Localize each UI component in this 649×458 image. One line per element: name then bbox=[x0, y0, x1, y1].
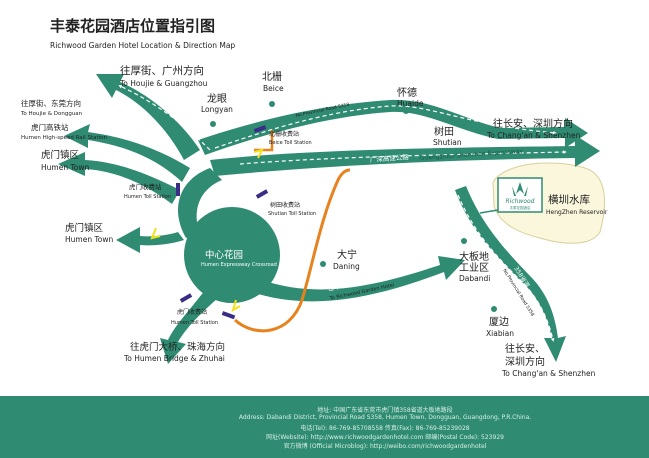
road-to-bridge bbox=[160, 290, 218, 364]
dot-xiabian bbox=[491, 306, 497, 312]
label-dabandi-cn-2: 工业区 bbox=[459, 262, 489, 274]
toll-bars bbox=[176, 125, 269, 320]
label-humen-town1-en: Humen Town bbox=[41, 163, 89, 172]
label-dabandi-cn-1: 大板地 bbox=[459, 250, 489, 263]
label-huaide-en: Huaide bbox=[397, 99, 424, 108]
toll-humen-en: Humen Toll Station bbox=[124, 194, 171, 200]
footer-bar: 地址: 中国广东省东莞市虎门镇358省道大板地路段 Address: Daban… bbox=[0, 396, 649, 458]
label-shutian-cn: 树田 bbox=[434, 125, 454, 138]
road-to-dongguan bbox=[64, 124, 190, 182]
label-bridge-cn: 往虎门大桥、珠海方向 bbox=[130, 341, 225, 353]
label-humen-town2-en: Humen Town bbox=[65, 235, 113, 244]
footer-weibo: 官方微博 (Official Microblog): http://weibo.… bbox=[283, 443, 487, 450]
label-houjie-en: To Houjie & Guangzhou bbox=[119, 79, 208, 88]
label-beice-en: Beice bbox=[263, 84, 284, 93]
road-s358-top bbox=[198, 99, 588, 155]
place-labels: 往厚街、广州方向 To Houjie & Guangzhou 北栅 Beice … bbox=[20, 64, 608, 378]
hotel-marker: Richwood 丰泰花园酒店 bbox=[479, 177, 543, 214]
label-dongguan-en: To Houjie & Dongguan bbox=[20, 111, 83, 117]
label-daning-en: Daning bbox=[333, 262, 360, 271]
label-shutian-en: Shutian bbox=[433, 138, 462, 147]
dot-huaide bbox=[403, 108, 409, 114]
center-label: 中心花园 Humen Expressway Crossroad bbox=[201, 249, 277, 268]
road-humen-town-2 bbox=[116, 227, 184, 253]
road-loop-left bbox=[178, 168, 222, 238]
road-arrows bbox=[118, 85, 567, 342]
footer-address-en: Address: Dabandi District, Provincial Ro… bbox=[238, 414, 532, 421]
label-rail-en: Humen High-speed Rail Station bbox=[21, 135, 108, 141]
hotel-logo-subtext: 丰泰花园酒店 bbox=[510, 205, 531, 210]
toll-humen2-cn: 虎门收费站 bbox=[177, 308, 207, 316]
toll-labels: 北栅收费站 Beice Toll Station 虎门收费站 Humen Tol… bbox=[124, 130, 316, 326]
central-roundabout bbox=[184, 207, 280, 303]
road-s358-bottom bbox=[455, 186, 566, 362]
place-dots bbox=[210, 101, 497, 312]
label-humen-town1-cn: 虎门镇区 bbox=[41, 149, 80, 161]
dot-daning bbox=[320, 261, 326, 267]
toll-beice-en: Beice Toll Station bbox=[269, 140, 312, 146]
dot-beice bbox=[269, 101, 275, 107]
toll-bar-humen2 bbox=[179, 293, 193, 303]
hotel-logo-icon bbox=[512, 182, 528, 196]
road-to-houjie bbox=[96, 74, 200, 160]
dot-dabandi bbox=[461, 238, 467, 244]
label-longyan-en: Longyan bbox=[201, 105, 233, 114]
footer-tel: 电话(Tel): 86-769-85708558 传真(Fax): 86-769… bbox=[300, 425, 470, 432]
road-network bbox=[58, 74, 600, 364]
toll-humen2-en: Humen Toll Station bbox=[171, 320, 218, 326]
dot-longyan bbox=[210, 121, 216, 127]
label-longyan-cn: 龙眼 bbox=[207, 92, 227, 105]
expressway-guanshen bbox=[210, 135, 600, 176]
label-rail-cn: 虎门高铁站 bbox=[31, 122, 69, 132]
label-xiabian-cn: 厦边 bbox=[489, 316, 509, 328]
label-changan-top-en: To Chang'an & Shenzhen bbox=[486, 131, 581, 140]
label-houjie-cn: 往厚街、广州方向 bbox=[120, 64, 204, 77]
label-center-en: Humen Expressway Crossroad bbox=[201, 262, 277, 268]
label-changan-bottom-cn-2: 深圳方向 bbox=[505, 355, 545, 368]
toll-bar-beice bbox=[253, 125, 267, 133]
label-beice-cn: 北栅 bbox=[262, 70, 282, 83]
road-to-shenzhen: To Shenzhen bbox=[273, 173, 306, 199]
label-dongguan-cn: 往厚街、东莞方向 bbox=[21, 98, 81, 108]
label-dabandi-en: Dabandi bbox=[459, 274, 490, 283]
toll-shutian-cn: 树田收费站 bbox=[270, 201, 300, 209]
label-xiabian-en: Xiabian bbox=[486, 329, 514, 338]
label-changan-bottom-en: To Chang'an & Shenzhen bbox=[501, 369, 596, 378]
page-title-en: Richwood Garden Hotel Location & Directi… bbox=[50, 41, 235, 50]
label-changan-top-cn: 往长安、深圳方向 bbox=[493, 117, 573, 130]
footer-web: 网址(Website): http://www.richwoodgardenho… bbox=[266, 434, 504, 441]
toll-bar-humen bbox=[176, 183, 180, 196]
yellow-arrows bbox=[150, 148, 264, 313]
road-guanshen-cn: 广深高速公路 bbox=[370, 152, 410, 164]
toll-humen-cn: 虎门收费站 bbox=[129, 182, 162, 191]
toll-beice-cn: 北栅收费站 bbox=[269, 130, 299, 138]
label-center-cn: 中心花园 bbox=[205, 249, 243, 261]
label-bridge-en: To Humen Bridge & Zhuhai bbox=[123, 354, 225, 363]
road-to-hotel bbox=[258, 256, 465, 302]
toll-bar-shutian bbox=[255, 189, 269, 199]
label-reservoir-cn: 横圳水库 bbox=[548, 193, 590, 206]
label-daning-cn: 大宁 bbox=[337, 248, 357, 261]
label-huaide-cn: 怀德 bbox=[397, 86, 417, 99]
footer-address-cn: 地址: 中国广东省东莞市虎门镇358省道大板地路段 bbox=[317, 407, 453, 414]
label-humen-town2-cn: 虎门镇区 bbox=[65, 222, 104, 234]
hotel-logo-text: Richwood bbox=[506, 198, 535, 205]
toll-shutian-en: Shutian Toll Station bbox=[268, 211, 316, 217]
toll-bar-bridge bbox=[221, 311, 236, 320]
label-changan-bottom-cn-1: 往长安、 bbox=[505, 342, 545, 355]
label-reservoir-en: HengZhen Reservoir bbox=[546, 209, 608, 216]
road-humen-town-1 bbox=[58, 152, 180, 204]
page-title-cn: 丰泰花园酒店位置指引图 bbox=[50, 17, 215, 35]
hotel-route-orange bbox=[233, 168, 351, 333]
